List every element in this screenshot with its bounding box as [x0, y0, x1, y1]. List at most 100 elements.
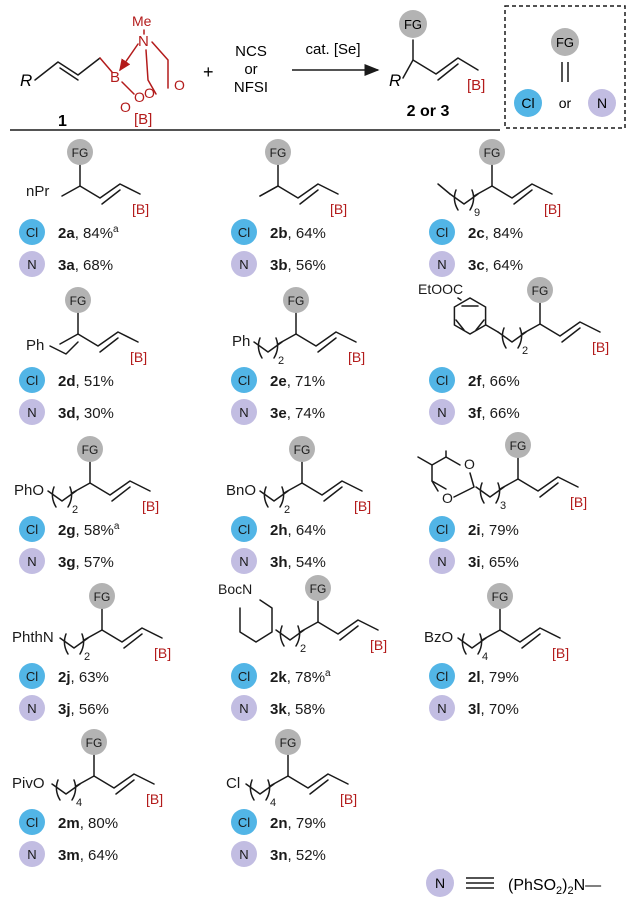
- cl-circle-icon: [429, 663, 455, 689]
- cl-yield: 2b, 64%: [270, 225, 326, 242]
- n-label: N: [27, 405, 36, 420]
- n-yield: 3h, 54%: [270, 554, 326, 571]
- cl-label: Cl: [436, 373, 448, 388]
- n-yield: 3l, 70%: [468, 701, 519, 718]
- chain-subscript: 2: [72, 504, 78, 516]
- n-label: N: [27, 554, 36, 569]
- chain-subscript: 2: [278, 355, 284, 367]
- legend-n-label: N: [597, 95, 607, 111]
- cl-circle-icon: [19, 663, 45, 689]
- n-yield: 3n, 52%: [270, 847, 326, 864]
- product-generic: FG R [B] 2 or 3: [389, 10, 485, 120]
- cl-yield: 2n, 79%: [270, 815, 326, 832]
- chain-subscript: 4: [482, 651, 488, 663]
- fg-circle-icon: [275, 729, 301, 755]
- boron-label: [B]: [142, 498, 159, 514]
- fg-circle-icon: [89, 583, 115, 609]
- product-fg-label: FG: [404, 17, 422, 32]
- fg-label: FG: [510, 439, 527, 453]
- boron-label: [B]: [130, 349, 147, 365]
- boron-label: [B]: [348, 349, 365, 365]
- n-yield: 3d, 30%: [58, 405, 114, 422]
- fg-circle-icon: [505, 432, 531, 458]
- cl-label: Cl: [238, 669, 250, 684]
- boron-label: [B]: [154, 645, 171, 661]
- n-label: N: [239, 847, 248, 862]
- boron-label: [B]: [340, 791, 357, 807]
- n-definition-legend: N (PhSO2)2N—: [426, 869, 601, 897]
- legend-fg-label: FG: [556, 35, 574, 50]
- mida-o-4: O: [120, 99, 131, 115]
- boron-label: [B]: [330, 201, 347, 217]
- reaction-arrow: cat. [Se]: [292, 41, 380, 76]
- n-circle-icon: [231, 399, 257, 425]
- ring-o-top: O: [464, 456, 475, 472]
- cl-yield: 2d, 51%: [58, 373, 114, 390]
- cl-label: Cl: [238, 522, 250, 537]
- n-circle-icon: [19, 399, 45, 425]
- mida-o-3: O: [174, 77, 185, 93]
- cl-yield: 2e, 71%: [270, 373, 325, 390]
- fg-label: FG: [492, 590, 509, 604]
- substituent-label: Ph: [232, 333, 250, 350]
- cl-circle-icon: [231, 219, 257, 245]
- fg-circle-icon: [265, 139, 291, 165]
- cl-yield: 2j, 63%: [58, 669, 109, 686]
- fg-circle-icon: [399, 10, 427, 38]
- reagents: NCS or NFSI: [234, 43, 268, 96]
- boron-label: [B]: [370, 637, 387, 653]
- fg-label: FG: [72, 146, 89, 160]
- chain-subscript: 2: [284, 504, 290, 516]
- product-r-label: R: [389, 71, 401, 90]
- cl-label: Cl: [26, 522, 38, 537]
- reagent-nfsi: NFSI: [234, 79, 268, 96]
- n-circle-icon: [429, 695, 455, 721]
- legend-fg-circle-icon: [551, 28, 579, 56]
- substrate-1: R B N Me O O O O [B] 1: [20, 13, 185, 130]
- chain-subscript: 4: [76, 797, 82, 809]
- cl-circle-icon: [231, 809, 257, 835]
- n-label: N: [239, 701, 248, 716]
- n-label: N: [437, 554, 446, 569]
- n-circle-icon: [231, 548, 257, 574]
- cl-circle-icon: [429, 367, 455, 393]
- n-circle-icon: [19, 548, 45, 574]
- boron-label: [B]: [544, 201, 561, 217]
- n-label: N: [27, 847, 36, 862]
- reagent-ncs: NCS: [235, 43, 267, 60]
- cl-yield: 2c, 84%: [468, 225, 523, 242]
- substituent-label: BocN: [218, 581, 252, 597]
- substituent-label: BnO: [226, 482, 256, 499]
- product-b-label: [B]: [467, 77, 485, 94]
- boron-label: [B]: [354, 498, 371, 514]
- boron-label: [B]: [570, 494, 587, 510]
- cl-circle-icon: [429, 219, 455, 245]
- mida-bracket-b-label: [B]: [134, 111, 152, 128]
- cl-circle-icon: [19, 809, 45, 835]
- substituent-label: PhthN: [12, 629, 54, 646]
- n-circle-icon: [429, 399, 455, 425]
- boron-label: [B]: [552, 645, 569, 661]
- fg-label: FG: [270, 146, 287, 160]
- cl-yield: 2a, 84%a: [58, 224, 119, 242]
- n-label: N: [437, 257, 446, 272]
- boron-label: [B]: [146, 791, 163, 807]
- n-circle-icon: [231, 251, 257, 277]
- footnote-n-label: N: [435, 875, 445, 891]
- n-circle-icon: [231, 841, 257, 867]
- substituent-label: Cl: [226, 775, 240, 792]
- fg-circle-icon: [65, 287, 91, 313]
- cl-yield: 2g, 58%a: [58, 521, 120, 539]
- fg-label: FG: [70, 294, 87, 308]
- footnote-definition: (PhSO2)2N—: [508, 877, 601, 897]
- n-circle-icon: [429, 548, 455, 574]
- substituent-label: Ph: [26, 337, 44, 354]
- fg-label: FG: [288, 294, 305, 308]
- cl-label: Cl: [436, 669, 448, 684]
